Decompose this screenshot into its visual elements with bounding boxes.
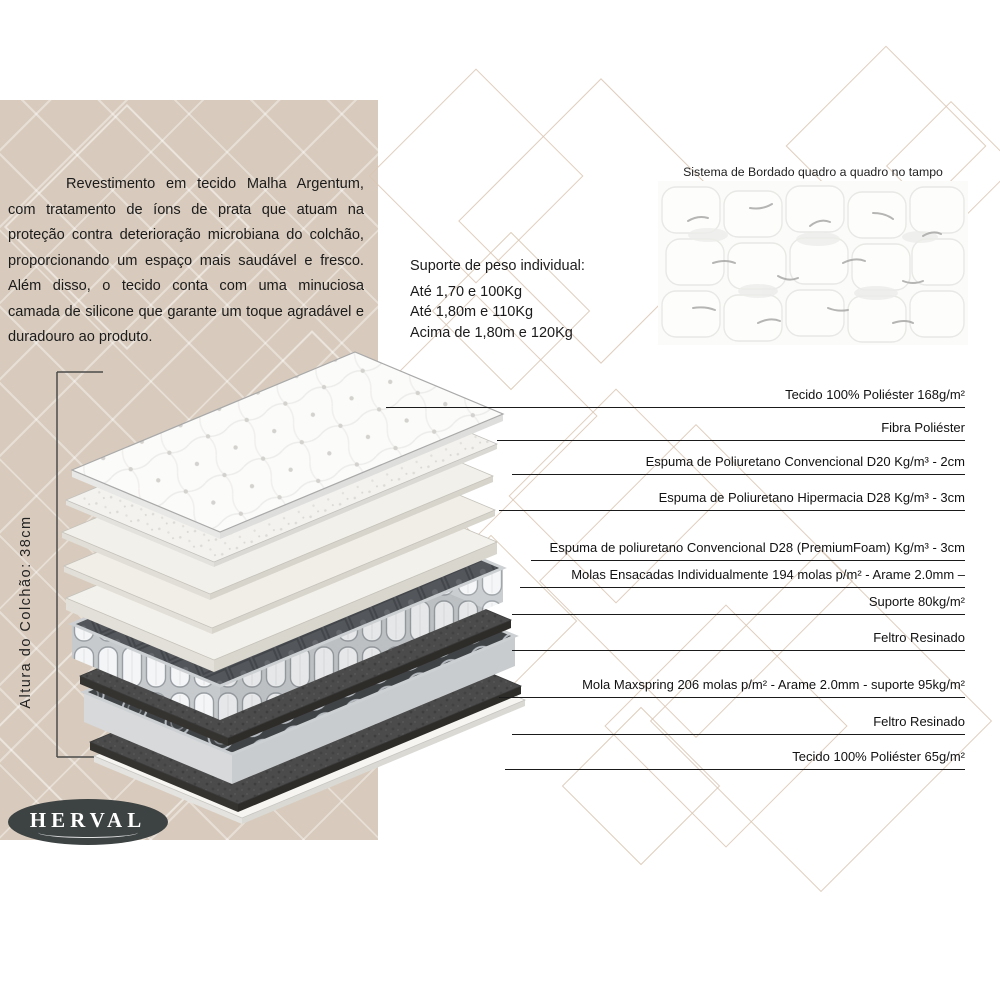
label-base-fabric: Tecido 100% Poliéster 65g/m² bbox=[505, 745, 965, 770]
logo-swoosh bbox=[38, 827, 138, 838]
label-maxspring: Mola Maxspring 206 molas p/m² - Arame 2.… bbox=[499, 673, 965, 698]
weight-support-item: Até 1,70 e 100Kg bbox=[410, 283, 523, 300]
label-resin-felt-upper: Feltro Resinado bbox=[512, 626, 965, 651]
label-resin-felt-lower: Feltro Resinado bbox=[512, 710, 965, 735]
weight-support-info: Suporte de peso individual: Até 1,70 e 1… bbox=[410, 256, 585, 343]
weight-support-item: Até 1,80m e 110Kg bbox=[410, 304, 534, 320]
herval-logo: HERVAL bbox=[8, 799, 168, 845]
label-pocket-springs-line1: Molas Ensacadas Individualmente 194 mola… bbox=[520, 563, 965, 588]
label-foam-d28-soft: Espuma de Poliuretano Hipermacia D28 Kg/… bbox=[499, 486, 965, 511]
product-description-text: Revestimento em tecido Malha Argentum, c… bbox=[8, 176, 364, 345]
weight-support-item: Acima de 1,80m e 120Kg bbox=[410, 324, 573, 341]
fabric-texture bbox=[658, 181, 968, 345]
label-top-fabric: Tecido 100% Poliéster 168g/m² bbox=[386, 383, 965, 408]
label-pocket-springs-line2: Suporte 80kg/m² bbox=[512, 590, 965, 615]
label-polyester-fiber: Fibra Poliéster bbox=[497, 416, 965, 441]
mattress-height-label: Altura do Colchão: 38cm bbox=[18, 515, 34, 709]
label-foam-d20: Espuma de Poliuretano Convencional D20 K… bbox=[512, 450, 965, 475]
embroidery-caption: Sistema de Bordado quadro a quadro no ta… bbox=[683, 165, 943, 179]
weight-support-title: Suporte de peso individual: bbox=[410, 258, 585, 274]
label-foam-d28-premium: Espuma de poliuretano Convencional D28 (… bbox=[531, 536, 965, 561]
embroidery-fabric-image bbox=[658, 181, 968, 345]
